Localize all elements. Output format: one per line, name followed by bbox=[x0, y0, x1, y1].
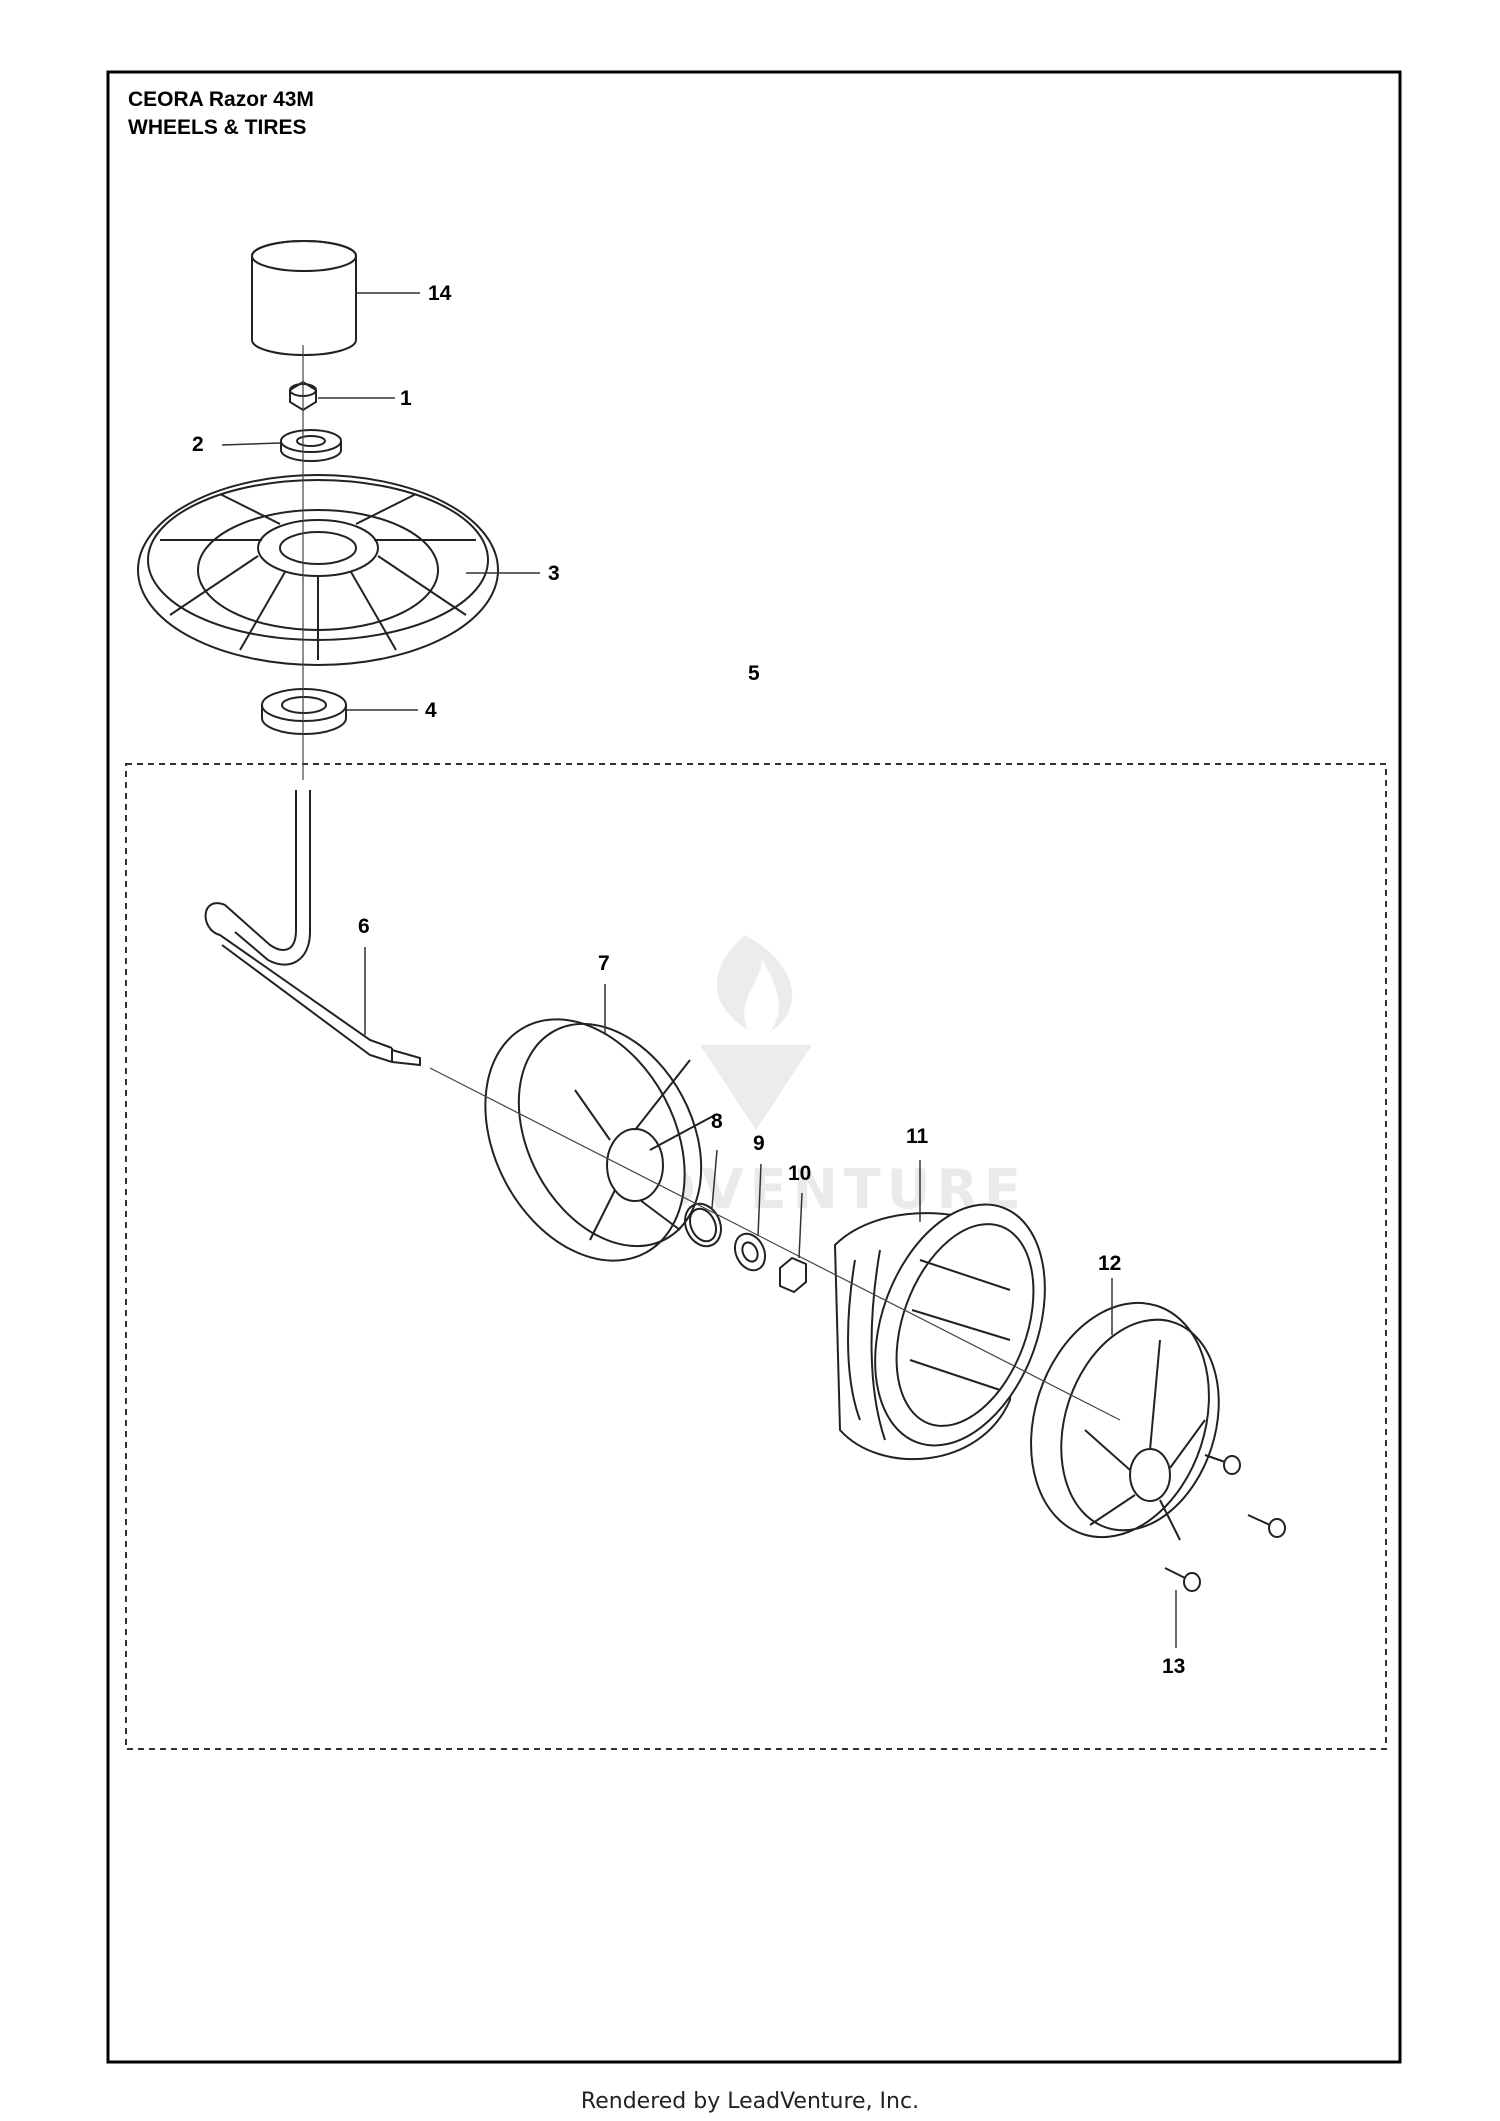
callout-9: 9 bbox=[753, 1132, 765, 1155]
assembly-axis-line bbox=[429, 1067, 1121, 1421]
callout-1: 1 bbox=[400, 387, 412, 410]
part-6-axle bbox=[204, 790, 421, 1067]
part-3-deflector bbox=[137, 474, 499, 666]
part-11-tire bbox=[833, 1203, 1046, 1461]
page-frame bbox=[106, 70, 1402, 2064]
part-13-screw-3 bbox=[1164, 1567, 1201, 1592]
diagram-model-title: CEORA Razor 43M bbox=[128, 88, 314, 111]
assembly-dashed-box bbox=[125, 763, 1387, 1750]
callout-8: 8 bbox=[711, 1110, 723, 1133]
part-4-bearing-housing bbox=[261, 688, 347, 735]
rendered-by-footer: Rendered by LeadVenture, Inc. bbox=[580, 2089, 920, 2114]
callout-4: 4 bbox=[425, 699, 437, 722]
diagram-section-title: WHEELS & TIRES bbox=[128, 116, 307, 139]
part-7-rim bbox=[484, 1018, 716, 1262]
part-13-screw-1 bbox=[1204, 1454, 1241, 1475]
callout-11: 11 bbox=[906, 1125, 929, 1148]
callout-7: 7 bbox=[598, 952, 610, 975]
callout-10: 10 bbox=[788, 1162, 812, 1185]
part-9-bearing bbox=[733, 1232, 767, 1272]
watermark-logo bbox=[700, 935, 812, 1130]
callout-5: 5 bbox=[748, 662, 760, 685]
part-8-washer bbox=[684, 1202, 722, 1248]
callout-2: 2 bbox=[192, 433, 204, 456]
callout-13: 13 bbox=[1162, 1655, 1186, 1678]
part-10-nut bbox=[779, 1256, 807, 1294]
part-2-bearing bbox=[280, 429, 342, 462]
callout-6: 6 bbox=[358, 915, 370, 938]
callout-12: 12 bbox=[1098, 1252, 1122, 1275]
part-13-screw-2 bbox=[1247, 1514, 1286, 1538]
part-14-cap bbox=[251, 240, 357, 356]
leader-lines bbox=[221, 292, 1177, 1648]
callout-3: 3 bbox=[548, 562, 560, 585]
callout-14: 14 bbox=[428, 282, 452, 305]
